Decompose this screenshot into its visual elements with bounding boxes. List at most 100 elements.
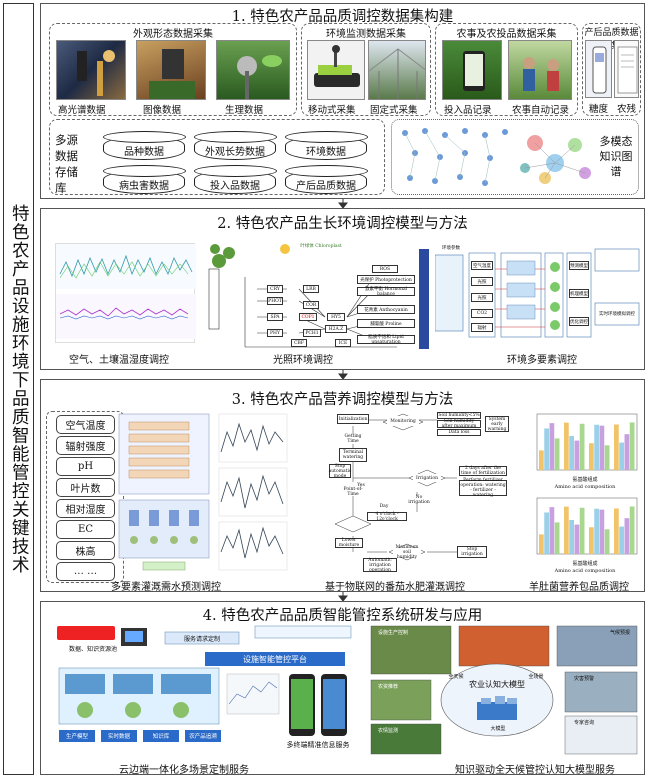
mobile-caption: 多终端精准信息服务: [286, 741, 350, 749]
lbl-hy5: HY5: [327, 313, 345, 321]
db-inputs: 投入品数据: [193, 165, 277, 194]
multi-factor-diagram: 环境参数 空气温度 光照 光照 CO2 辐射 预测模型 机理模型 优化调控 实时…: [434, 239, 641, 351]
bar-mark: [604, 529, 610, 554]
bar-mark: [629, 422, 635, 470]
sensor-list: 空气温度 辐射强度 pH 叶片数 相对湿度 EC 株高 … …: [46, 411, 124, 583]
sensor-air-temp: 空气温度: [56, 415, 115, 434]
fc-soil-max: Soil humidity after maximum: [437, 419, 481, 429]
sensor-leaf-count: 叶片数: [56, 478, 115, 497]
bar-mark: [574, 440, 580, 470]
caption-morel: 羊肚菌营养包品质调控: [529, 582, 629, 593]
prediction-line-charts: [217, 412, 289, 572]
fc-warning: System early warning: [485, 416, 509, 432]
panel-nutrition-models: 3. 特色农产品营养调控模型与方法 空气温度 辐射强度 pH 叶片数 相对湿度 …: [40, 379, 645, 593]
fc-time-window: 4 o'clock - 12o'clock: [367, 512, 407, 522]
sub-knowledge-base: 知识库: [152, 734, 170, 740]
bar-mark: [604, 445, 610, 470]
light-diagram-lines: [208, 244, 429, 349]
sensor-radiation: 辐射强度: [56, 436, 115, 455]
kg-label: 多模态知识图谱: [599, 135, 633, 178]
bar-chart-axes: [536, 497, 638, 555]
sensor-plant-height: 株高: [56, 541, 115, 560]
bar-mark: [574, 524, 580, 554]
caption-auto-record: 农事自动记录: [512, 105, 570, 116]
panel-2-title: 2. 特色农产品生长环境调控模型与方法: [41, 212, 644, 233]
llm-sub-allscene: 全场景: [528, 673, 544, 680]
caption-tomato-irrigation: 基于物联网的番茄水肥灌溉调控: [325, 582, 465, 593]
lbl-phy: PHY: [267, 329, 283, 337]
bar-mark: [624, 518, 630, 554]
bar-mark: [629, 506, 635, 554]
lbl-hormonal: 激素平衡 Hormonal balance: [357, 287, 415, 297]
side-title-frame: 特色农产品设施环境下品质智能管控关键技术: [3, 3, 34, 775]
lbl-light-1: 光照: [471, 277, 493, 286]
bar-mark: [544, 428, 549, 470]
lbl-anthocyanin: 花青素 Anthocyanin: [357, 305, 415, 314]
fc-data-loss: Data loss: [437, 429, 481, 436]
caption-light: 光照环境调控: [273, 355, 333, 366]
morel-bar-charts: 氨基酸组成 Amino acid composition 氨基酸组成 Amino…: [523, 410, 641, 574]
lbl-predict-model: 预测模型: [569, 261, 589, 270]
lbl-env-params: 环境参数: [437, 243, 465, 253]
caption-residue: 农残: [617, 104, 637, 115]
flow-arrow-3: [338, 592, 348, 601]
bar-mark: [594, 424, 599, 470]
fc-getting-time: Getting Time: [341, 434, 365, 444]
fc-max-humidity: Maximum soil humidity: [393, 545, 421, 560]
db-appearance: 外观长势数据: [193, 131, 277, 160]
bar-mark: [614, 424, 619, 470]
group-appearance-title: 外观形态数据采集: [133, 29, 213, 40]
tag-disaster: 灾害预警: [573, 675, 594, 682]
greenhouse-photo: [368, 40, 426, 100]
panel-system-application: 4. 特色农产品品质智能管控系统研发与应用 服务请求定制 数据、知识资源池 设施…: [40, 601, 645, 776]
tag-crop-monitor: 农情监测: [377, 727, 398, 734]
lbl-ros-top: ROS: [372, 265, 398, 273]
tag-climate: 气候预报: [609, 629, 630, 636]
sensor-ph: pH: [56, 457, 115, 476]
fc-irrigation: Irrigation: [413, 474, 441, 482]
fc-initialization: Initialization: [337, 414, 369, 424]
lbl-realtime-sim: 实时环境模拟调控: [597, 307, 637, 321]
caption-image-data: 图像数据: [143, 105, 182, 116]
knowledge-graph-image: [402, 128, 591, 186]
llm-system: 农业认知大模型 全天候 大模型 全场景 设施生产控制 气候预报 农资推荐 灾害预…: [369, 624, 641, 756]
sensor-ec: EC: [56, 520, 115, 539]
flow-arrow-2: [338, 370, 348, 379]
storage-box: 多源数据存储库 品种数据 外观长势数据 环境数据 病虫害数据 投入品数据 产后品…: [49, 119, 385, 195]
group-environment: 环境监测数据采集 移动式采集 固定式采集: [301, 23, 431, 116]
fc-day: Day: [377, 502, 391, 510]
bar1-xlabel: 氨基酸组成: [545, 476, 625, 483]
flow-arrow-1: [338, 199, 348, 208]
lbl-radiation: 辐射: [471, 323, 493, 332]
llm-sub-allweather: 全天候: [448, 673, 464, 680]
panel-dataset: 1. 特色农产品品质调控数据集构建 外观形态数据采集 高光谱数据 图像数据 生理…: [40, 3, 645, 199]
bar-chart-svg: [536, 413, 638, 555]
bar-chart-axes: [536, 413, 638, 471]
multi-factor-lines: [434, 248, 640, 338]
bar1-xlabel-en: Amino acid composition: [545, 483, 625, 490]
lbl-lipid: 脂质不饱和 Lipid unsaturation: [357, 335, 415, 345]
tag-input-rec: 农资推荐: [377, 683, 398, 690]
caption-hyperspectral: 高光谱数据: [58, 105, 106, 116]
tag-expert: 专家咨询: [573, 719, 594, 726]
bar-mark: [619, 442, 624, 470]
bar-mark: [599, 425, 605, 470]
service-label: 服务请求定制: [183, 635, 220, 643]
lbl-cbf: CBF: [291, 339, 307, 347]
lbl-light-2: 光照: [471, 293, 493, 302]
bar-mark: [564, 422, 569, 470]
auto-record-photo: [508, 40, 572, 100]
caption-brix: 糖度: [589, 104, 609, 115]
lbl-h2az: H2A.Z: [325, 325, 347, 333]
fc-terminal-watering: Terminal watering: [339, 448, 367, 462]
lbl-spa: SPA: [267, 313, 283, 321]
caption-temp-humidity: 空气、土壤温湿度调控: [69, 355, 169, 366]
lbl-cor: COR: [303, 301, 319, 309]
lbl-lrb: LRB: [303, 285, 319, 293]
db-environment: 环境数据: [284, 131, 368, 160]
bar-mark: [544, 512, 549, 554]
bar-mark: [564, 506, 569, 554]
fc-fertilizer-op: Perform fertilizer operation: watering -…: [459, 478, 507, 498]
fc-stop-auto: Stop automatic mode: [328, 463, 352, 479]
bar2-xlabel-en: Amino acid composition: [545, 567, 625, 574]
